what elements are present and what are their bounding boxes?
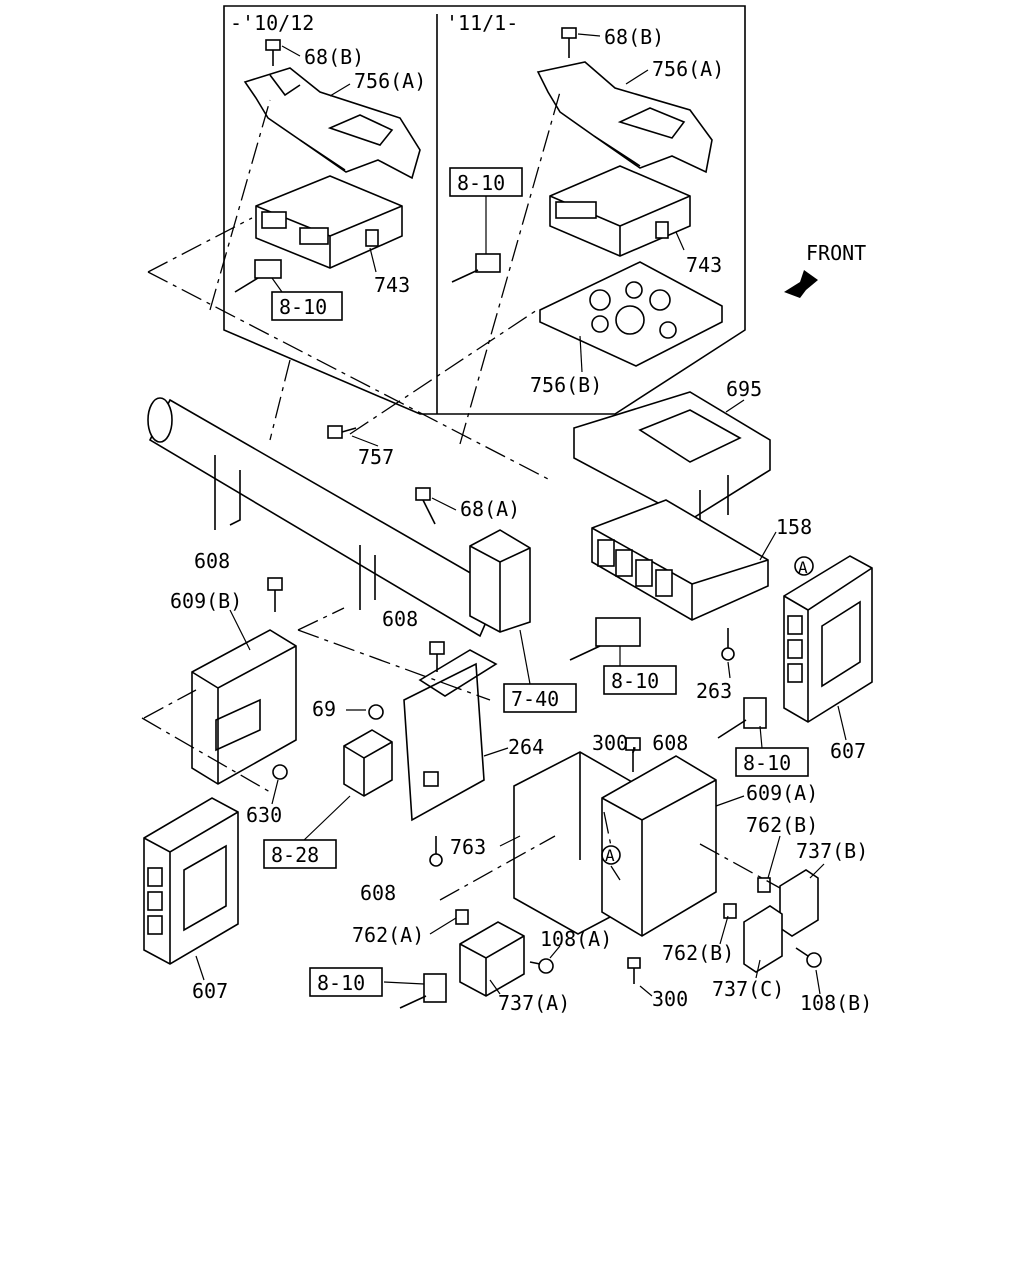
connector-737a bbox=[399, 973, 447, 1009]
ref-box-810-bottom bbox=[309, 967, 383, 997]
nut-69 bbox=[368, 704, 384, 720]
label-607-left: 607 bbox=[192, 979, 228, 1003]
panel-left-date: -'10/12 bbox=[230, 11, 314, 35]
ref-box-740 bbox=[503, 683, 577, 713]
bolt-108a bbox=[529, 958, 554, 974]
module-743-right bbox=[549, 165, 691, 257]
label-743-right: 743 bbox=[686, 253, 722, 277]
relay-828 bbox=[343, 729, 393, 797]
bolt-108b bbox=[795, 947, 822, 968]
bracket-756a-right bbox=[536, 61, 713, 174]
label-762b-top: 762(B) bbox=[746, 813, 818, 837]
bolt-300-608 bbox=[625, 737, 641, 772]
label-68b-right: 68(B) bbox=[604, 25, 664, 49]
label-762a: 762(A) bbox=[352, 923, 424, 947]
label-608-bottom: 608 bbox=[360, 881, 396, 905]
relay-737b bbox=[779, 869, 819, 937]
bracket-264 bbox=[403, 649, 498, 822]
installation-lines bbox=[141, 91, 781, 901]
connector-ecu-158 bbox=[569, 617, 641, 661]
label-68a: 68(A) bbox=[460, 497, 520, 521]
label-609a: 609(A) bbox=[746, 781, 818, 805]
label-828: 8-28 bbox=[271, 843, 319, 867]
front-label: FRONT bbox=[806, 241, 866, 265]
connector-right-panel bbox=[451, 253, 501, 283]
ecu-607-left bbox=[143, 797, 239, 965]
front-arrow-icon bbox=[784, 270, 818, 298]
label-756b: 756(B) bbox=[530, 373, 602, 397]
bolt-608-mid bbox=[429, 641, 445, 672]
label-810-left-panel: 8-10 bbox=[279, 295, 327, 319]
bracket-740 bbox=[469, 529, 531, 633]
label-264: 264 bbox=[508, 735, 544, 759]
ref-box-810-right-panel bbox=[449, 167, 523, 197]
ecu-158 bbox=[591, 499, 769, 621]
label-810-ecu: 8-10 bbox=[611, 669, 659, 693]
label-108b: 108(B) bbox=[800, 991, 872, 1015]
label-158: 158 bbox=[776, 515, 812, 539]
label-756a-right: 756(A) bbox=[652, 57, 724, 81]
label-300: 300 bbox=[652, 987, 688, 1011]
label-743-left: 743 bbox=[374, 273, 410, 297]
label-757: 757 bbox=[358, 445, 394, 469]
label-a-bottom: A bbox=[605, 846, 615, 865]
label-263: 263 bbox=[696, 679, 732, 703]
label-68b-left: 68(B) bbox=[304, 45, 364, 69]
bolt-608-top bbox=[267, 577, 283, 612]
clip-762a bbox=[455, 909, 469, 925]
label-737c: 737(C) bbox=[712, 977, 784, 1001]
label-608-mid: 608 bbox=[382, 607, 418, 631]
label-740: 7-40 bbox=[511, 687, 559, 711]
bolt-68a bbox=[415, 487, 436, 525]
label-737a: 737(A) bbox=[498, 991, 570, 1015]
label-300-608: 300, 608 bbox=[592, 731, 688, 755]
ref-a-circle-top bbox=[794, 556, 814, 576]
bolt-68b-left bbox=[265, 39, 281, 66]
relay-737c bbox=[743, 905, 783, 973]
bolt-300 bbox=[627, 957, 641, 984]
bracket-609a bbox=[601, 755, 717, 937]
label-695: 695 bbox=[726, 377, 762, 401]
bolt-263 bbox=[721, 628, 735, 661]
nut-630 bbox=[272, 764, 288, 780]
label-108a: 108(A) bbox=[540, 927, 612, 951]
label-810-bottom: 8-10 bbox=[317, 971, 365, 995]
ref-box-810-ecu bbox=[603, 665, 677, 695]
label-630: 630 bbox=[246, 803, 282, 827]
label-756a-left: 756(A) bbox=[354, 69, 426, 93]
panel-right-date: '11/1- bbox=[446, 11, 518, 35]
leader-lines bbox=[195, 33, 847, 997]
connector-ecu-607-right bbox=[717, 697, 767, 739]
label-762b-bottom: 762(B) bbox=[662, 941, 734, 965]
label-a-top: A bbox=[798, 558, 808, 577]
ref-a-circle-bottom bbox=[601, 845, 621, 865]
connector-left-panel bbox=[234, 259, 282, 293]
bracket-695 bbox=[573, 391, 771, 525]
ref-box-828 bbox=[263, 839, 337, 869]
clip-762b-bottom bbox=[723, 903, 737, 919]
tray-756b bbox=[539, 261, 723, 367]
relay-737a bbox=[459, 921, 525, 997]
bolt-608-bottom bbox=[429, 836, 443, 867]
bracket-609b bbox=[191, 629, 297, 785]
module-743-left bbox=[255, 175, 403, 269]
label-607-right: 607 bbox=[830, 739, 866, 763]
label-608-top: 608 bbox=[194, 549, 230, 573]
clip-762b-top bbox=[757, 877, 771, 893]
label-810-right-ecu: 8-10 bbox=[743, 751, 791, 775]
label-609b: 609(B) bbox=[170, 589, 242, 613]
label-810-right-panel: 8-10 bbox=[457, 171, 505, 195]
ref-box-810-left-panel bbox=[271, 291, 343, 321]
cross-member-tube bbox=[147, 397, 502, 638]
bolt-68b-right bbox=[561, 27, 577, 58]
label-763: 763 bbox=[450, 835, 486, 859]
ecu-607-right bbox=[783, 555, 873, 723]
bolt-757 bbox=[327, 425, 357, 439]
label-69: 69 bbox=[312, 697, 336, 721]
ref-box-810-right-ecu bbox=[735, 747, 809, 777]
label-737b: 737(B) bbox=[796, 839, 868, 863]
version-panels bbox=[223, 5, 746, 415]
